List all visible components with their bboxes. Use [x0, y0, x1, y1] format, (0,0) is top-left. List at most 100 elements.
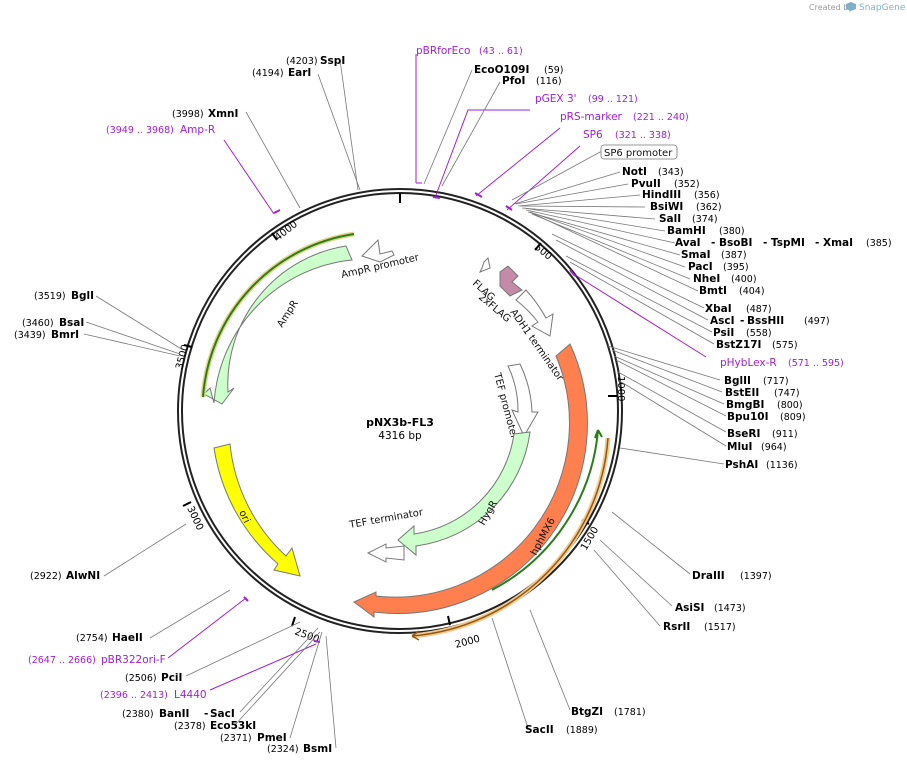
site-bseri: BseRI — [727, 428, 760, 440]
svg-text:(4194): (4194) — [252, 68, 284, 79]
primer-prs-marker: pRS-marker — [560, 111, 623, 123]
svg-text:(404): (404) — [739, 286, 765, 297]
svg-text:(3949 .. 3968): (3949 .. 3968) — [106, 125, 174, 136]
site-bamhi: BamHI — [667, 225, 706, 237]
site-smai: SmaI — [681, 249, 711, 261]
svg-text:(400): (400) — [731, 274, 757, 285]
svg-text:(387): (387) — [721, 250, 747, 261]
site-bstz17i: BstZ17I — [716, 339, 761, 351]
tick-2000: 2000 — [454, 634, 481, 651]
site-bmgbi: BmgBI — [726, 399, 764, 411]
svg-text:(575): (575) — [772, 340, 798, 351]
svg-text:(747): (747) — [774, 388, 800, 399]
site-hindiii: HindIII — [642, 189, 681, 201]
site-pcii: PciI — [161, 672, 182, 684]
svg-text:(3519): (3519) — [34, 291, 66, 302]
svg-text:(3439): (3439) — [14, 330, 46, 341]
feature-label-ampr: AmpR — [275, 299, 301, 330]
plasmid-name: pNX3b-FL3 — [366, 416, 434, 429]
svg-text:(116): (116) — [536, 76, 562, 87]
svg-text:(221 .. 240): (221 .. 240) — [633, 112, 689, 123]
site-mlui: MluI — [727, 441, 752, 453]
site-btgzi: BtgZI — [571, 706, 603, 718]
svg-text:(558): (558) — [746, 328, 772, 339]
site-tspmi: TspMI — [771, 237, 805, 249]
site-bgli: BglI — [71, 290, 94, 302]
svg-text:(2324): (2324) — [267, 744, 299, 755]
primer-pbrforeco: pBRforEco — [416, 45, 470, 57]
snapgene-logo-icon — [846, 2, 856, 11]
svg-text:(380): (380) — [719, 226, 745, 237]
credit-prefix: Created by — [809, 3, 853, 12]
site-avai: AvaI — [675, 237, 701, 249]
svg-text:(2922): (2922) — [30, 571, 62, 582]
feature-hygr: HygR — [397, 431, 531, 557]
svg-text:(374): (374) — [692, 214, 718, 225]
site-bpu10i: Bpu10I — [727, 411, 769, 423]
svg-text:(800): (800) — [777, 400, 803, 411]
primer-pbr322ori-f: pBR322ori-F — [101, 654, 166, 666]
svg-text:(1517): (1517) — [704, 622, 736, 633]
site-xbai: XbaI — [705, 303, 732, 315]
svg-text:(321 .. 338): (321 .. 338) — [615, 130, 671, 141]
feature-tef-promoter: TEF promoter — [491, 363, 539, 441]
svg-text:(497): (497) — [804, 316, 830, 327]
svg-text:(2378): (2378) — [174, 721, 206, 732]
svg-text:(2396 .. 2413): (2396 .. 2413) — [100, 690, 168, 701]
site-asisi: AsiSI — [675, 602, 704, 614]
site-alwni: AlwNI — [66, 570, 100, 582]
tick-4000: 4000 — [273, 219, 300, 243]
sp6-promoter-label: SP6 promoter — [604, 148, 673, 159]
svg-text:(487): (487) — [746, 304, 772, 315]
site-draiii: DraIII — [692, 570, 725, 582]
site-bmti: BmtI — [699, 285, 727, 297]
primer-l4440: L4440 — [174, 689, 207, 701]
feature-ampr: AmpR — [200, 231, 355, 405]
feature-hphmx6: hphMX6 — [353, 343, 588, 618]
site-bglii: BglII — [724, 375, 751, 387]
site-ecoo109i: EcoO109I — [474, 64, 529, 76]
site-noti: NotI — [622, 166, 647, 178]
svg-text:(911): (911) — [772, 429, 798, 440]
feature-label-ori: ori — [236, 509, 251, 525]
site-bsshii: BssHII — [747, 315, 784, 327]
tick-3000: 3000 — [184, 505, 205, 533]
svg-text:(1889): (1889) — [566, 725, 598, 736]
site-rsrii: RsrII — [663, 621, 690, 633]
site-nhei: NheI — [693, 273, 720, 285]
tick-1000: 1000 — [615, 376, 626, 401]
svg-text:-: - — [740, 315, 744, 327]
site-xmai: XmaI — [823, 237, 853, 249]
site-saci: SacI — [210, 708, 235, 720]
svg-text:(2380): (2380) — [122, 709, 154, 720]
site-sali: SalI — [659, 213, 681, 225]
primer-amp-r: Amp-R — [180, 124, 215, 136]
svg-text:(809): (809) — [780, 412, 806, 423]
primer-sp6: SP6 — [583, 129, 603, 141]
svg-text:(4203): (4203) — [286, 56, 318, 67]
site-eco53ki: Eco53kI — [210, 720, 256, 732]
svg-text:(2371): (2371) — [220, 733, 252, 744]
site-pfoi: PfoI — [502, 75, 525, 87]
site-bsmi: BsmI — [303, 743, 332, 755]
site-sacii: SacII — [525, 724, 554, 736]
svg-text:-: - — [815, 237, 819, 249]
svg-text:(99 .. 121): (99 .. 121) — [588, 94, 638, 105]
svg-text:(1473): (1473) — [714, 603, 746, 614]
svg-text:(395): (395) — [723, 262, 749, 273]
svg-text:(362): (362) — [696, 202, 722, 213]
feature-green-arc — [491, 429, 599, 591]
svg-text:-: - — [204, 708, 208, 720]
svg-text:(1781): (1781) — [614, 707, 646, 718]
svg-text:(356): (356) — [694, 190, 720, 201]
feature-ori: ori — [213, 443, 301, 577]
sp6-promoter-box — [600, 144, 678, 160]
svg-text:(3998): (3998) — [172, 109, 204, 120]
site-xmni: XmnI — [208, 108, 238, 120]
svg-text:(571 .. 595): (571 .. 595) — [788, 358, 844, 369]
svg-text:(717): (717) — [763, 376, 789, 387]
site-bsiwi: BsiWI — [650, 201, 683, 213]
site-psii: PsiI — [713, 327, 734, 339]
svg-text:(385): (385) — [866, 238, 892, 249]
plasmid-length: 4316 bp — [378, 430, 422, 442]
